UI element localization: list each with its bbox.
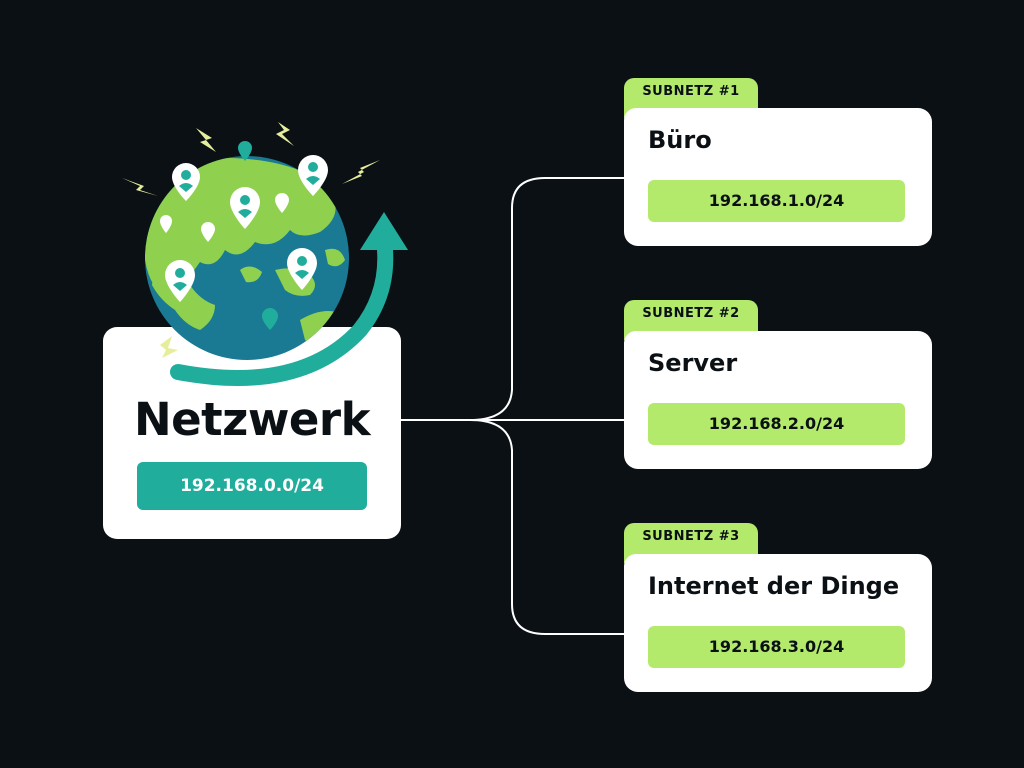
- subnet-card-buero: Büro 192.168.1.0/24: [624, 108, 932, 246]
- network-title: Netzwerk: [133, 393, 371, 446]
- network-ip-badge: 192.168.0.0/24: [137, 462, 367, 510]
- subnet-ip-badge: 192.168.3.0/24: [648, 626, 905, 668]
- location-pin-icon: [287, 248, 317, 290]
- location-pin-icon: [298, 155, 328, 196]
- lightning-icon: [122, 122, 380, 358]
- subnet-name: Internet der Dinge: [648, 572, 900, 600]
- location-pin-icon: [172, 163, 200, 201]
- globe-icon: [122, 122, 408, 387]
- location-pin-icon: [165, 260, 195, 302]
- subnet-card-server: Server 192.168.2.0/24: [624, 331, 932, 469]
- subnet-ip-badge: 192.168.2.0/24: [648, 403, 905, 445]
- subnet-ip-badge: 192.168.1.0/24: [648, 180, 905, 222]
- subnet-name: Büro: [648, 126, 712, 154]
- subnet-card-iot: Internet der Dinge 192.168.3.0/24: [624, 554, 932, 692]
- subnet-name: Server: [648, 349, 738, 377]
- location-pin-icon: [230, 187, 260, 229]
